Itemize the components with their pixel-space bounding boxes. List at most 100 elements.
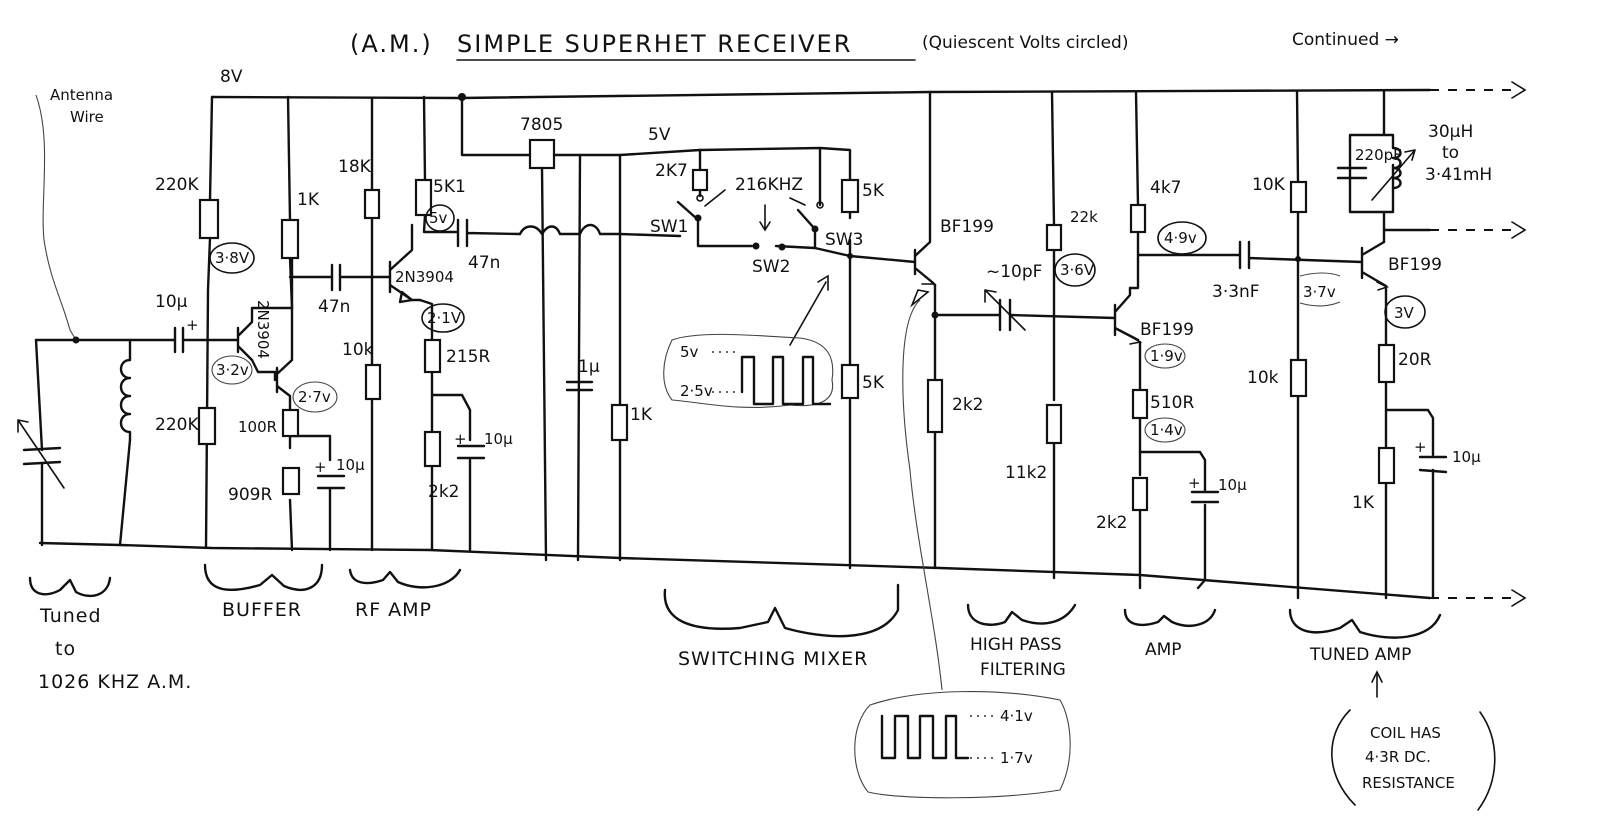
junction-dot (847, 253, 853, 259)
resistor-5k1 (414, 178, 433, 217)
voltage-bubble (1144, 343, 1186, 369)
switch-sw3[interactable] (796, 208, 816, 230)
arrow-icon (1511, 221, 1527, 239)
mixer-base-wire (813, 246, 917, 264)
r100r-label: 100R (238, 418, 277, 436)
amp-collector-wire (1128, 90, 1242, 290)
probe-arrow-icon (910, 289, 930, 308)
switch-contact (778, 243, 786, 251)
level-dots (970, 715, 995, 759)
antenna-wire (35, 94, 77, 341)
r18k-label: 18K (338, 157, 372, 177)
variable-arrow-icon (17, 419, 65, 489)
c47n-a-label: 47n (318, 297, 350, 317)
section-tuned-amp: TUNED AMP (1309, 645, 1411, 665)
variable-capacitor (22, 446, 62, 466)
pointer-arrow-icon (789, 274, 829, 346)
junction-dot (72, 336, 80, 344)
resistor-5k-top (840, 178, 860, 214)
emitter-arrow-icon (398, 290, 414, 304)
voltage-bubble (1144, 417, 1186, 443)
coil-range-1: 30µH (1428, 122, 1473, 142)
level-dots (712, 351, 740, 393)
polarity-plus: + (1414, 438, 1427, 456)
switch-sw1[interactable] (676, 200, 698, 220)
switch-contact (696, 194, 704, 202)
section-tuned-2: to (55, 638, 76, 660)
v-buf-e1: 3·2v (216, 361, 249, 379)
hp-wire (933, 313, 1117, 320)
c47n-b-label: 47n (468, 253, 500, 273)
sw3-label: SW3 (825, 230, 863, 250)
title-note: (Quiescent Volts circled) (922, 33, 1128, 53)
r2k7-label: 2K7 (655, 161, 688, 181)
resistor-1k-mix (610, 403, 629, 442)
mixer-out-low-label: 1·7v (1000, 749, 1033, 767)
polarity-plus: + (314, 458, 327, 476)
v-amp-col: 4·9v (1164, 229, 1197, 247)
r22k-label: 22k (1070, 208, 1098, 226)
supply-rail (210, 88, 1432, 100)
section-tuned-1: Tuned (39, 605, 102, 627)
up-arrow-icon (1371, 670, 1383, 698)
r5k-bot-label: 5K (862, 373, 885, 393)
coil-range-3: 3·41mH (1425, 165, 1492, 185)
hp-variable-cap (998, 298, 1012, 332)
c3n3-label: 3·3nF (1212, 282, 1260, 302)
resistor-10k-bot (1289, 358, 1308, 398)
c10u-buf-label: 10µ (336, 456, 365, 474)
coil-range-2: to (1442, 143, 1459, 163)
buffer-bypass-cap (316, 474, 346, 552)
brace-tuned (28, 576, 112, 598)
r1k-tuned-label: 1K (1352, 493, 1375, 513)
r5k1-label: 5K1 (433, 177, 466, 197)
title-main: SIMPLE SUPERHET RECEIVER (457, 30, 852, 58)
voltage-bubble (211, 355, 253, 385)
section-high-pass-2: FILTERING (980, 660, 1066, 680)
rf-transistor-label: 2N3904 (395, 268, 454, 286)
v-rf-em: 2·1V (427, 309, 462, 327)
r4k7-label: 4k7 (1150, 178, 1181, 198)
polarity-plus: + (186, 316, 199, 334)
rf-bypass-cap (456, 444, 486, 460)
brace-buffer (203, 563, 324, 592)
r10k-top-label: 10K (1252, 175, 1286, 195)
c1u-label: 1µ (578, 357, 600, 377)
osc-high-label: 5v (680, 343, 699, 361)
section-rf-amp: RF AMP (355, 599, 432, 621)
r220k-top-label: 220K (155, 175, 199, 195)
v-amp-em2: 1·4v (1150, 421, 1183, 439)
mixer-transistor-label: BF199 (940, 217, 994, 237)
voltage-bubble (209, 242, 255, 274)
sw2-label: SW2 (752, 257, 790, 277)
v-rf-col: 5v (429, 209, 448, 227)
osc-freq-label: 216KHZ (735, 175, 803, 195)
voltage-bubble (425, 204, 455, 232)
arrow-icon (1511, 81, 1527, 99)
antenna-label-2: Wire (70, 108, 104, 126)
v-buf-base: 3·8V (215, 249, 250, 267)
resistor-10k-rf (364, 363, 382, 401)
v-tuned-em: 3V (1394, 304, 1415, 322)
hp-bias-wire (1050, 90, 1056, 580)
resistor-1k-tuned (1377, 446, 1396, 485)
section-high-pass-1: HIGH PASS (970, 635, 1062, 655)
cap-220p (1336, 166, 1368, 180)
v-hp: 3·6V (1060, 261, 1095, 279)
rf-transistor (388, 223, 422, 302)
voltage-bubble (1299, 272, 1341, 307)
r2k2-amp-label: 2k2 (1096, 513, 1127, 533)
waveform-bubble (663, 333, 834, 408)
note-bracket-left (1331, 709, 1356, 806)
amp-transistor (1113, 286, 1140, 342)
hp-cap-label: ~10pF (986, 262, 1042, 282)
r10k-rf-label: 10k (342, 340, 374, 360)
coil-note-2: 4·3R DC. (1365, 748, 1431, 766)
amp-transistor-label: BF199 (1140, 320, 1194, 340)
cap-1u (565, 380, 594, 392)
c220p-label: 220pF (1355, 146, 1402, 164)
voltage-bubble (292, 381, 338, 413)
coil-wire (118, 338, 132, 547)
tuning-cap-wire (34, 338, 44, 547)
resistor-100r (281, 408, 300, 438)
